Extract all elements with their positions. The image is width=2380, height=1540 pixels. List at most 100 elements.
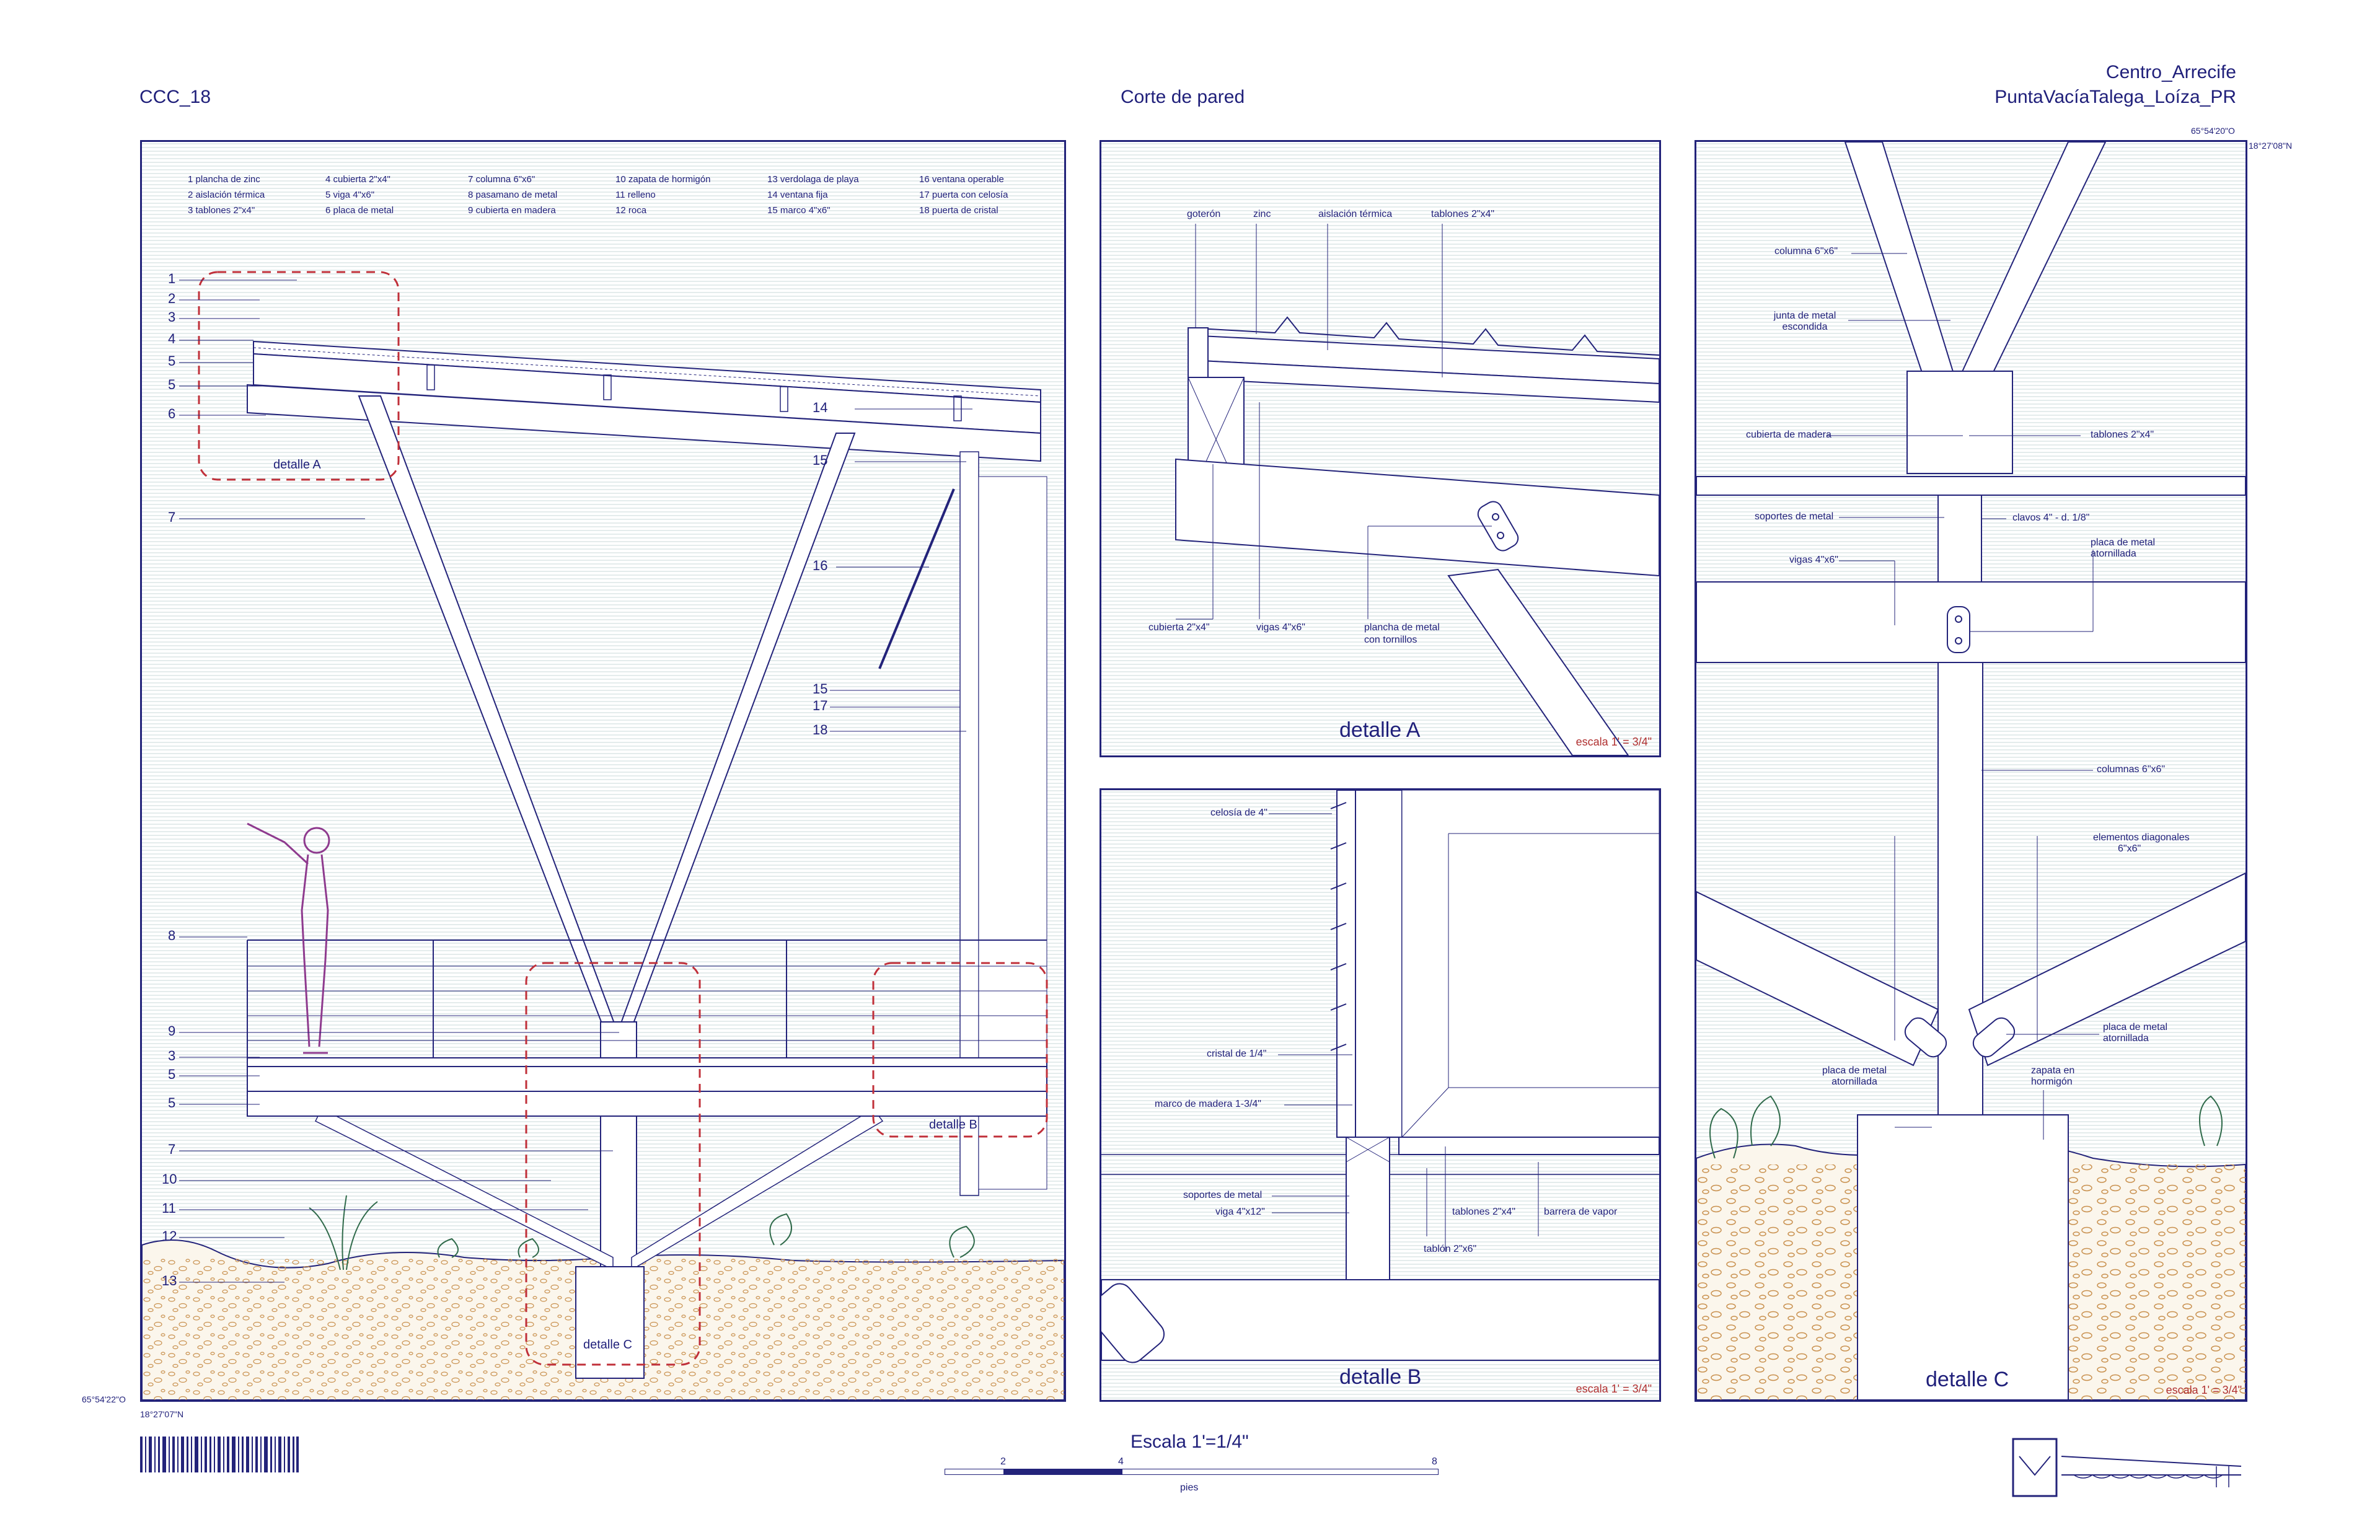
scale-bar-track <box>945 1469 1439 1475</box>
legend-item: 4 cubierta 2"x4" <box>325 174 390 185</box>
detail-c-callout-label: detalle C <box>583 1338 632 1352</box>
legend-item: 14 ventana fija <box>767 190 828 200</box>
project-location: PuntaVacíaTalega_Loíza_PR <box>1994 87 2236 107</box>
label-junta: junta de metal escondida <box>1758 310 1851 333</box>
legend-item: 17 puerta con celosía <box>919 190 1008 200</box>
detail-c-scale: escala 1' = 3/4" <box>2166 1384 2242 1396</box>
label-junta-line1: junta de metal <box>1773 310 1836 321</box>
detail-a-callout-label: detalle A <box>273 458 321 472</box>
legend-item: 8 pasamano de metal <box>468 190 558 200</box>
label-placa-right: placa de metal atornillada <box>2103 1022 2184 1044</box>
main-section-panel: 1 plancha de zinc 2 aislación térmica 3 … <box>140 140 1066 1402</box>
coordinate-lon-bottom: 65°54'22"O <box>82 1394 126 1404</box>
beach-plants <box>309 1195 975 1270</box>
callout-number: 15 <box>813 452 828 468</box>
label-placa-left-line2: atornillada <box>1831 1076 1877 1087</box>
legend-item: 5 viga 4"x6" <box>325 190 375 200</box>
detail-c-panel: columna 6"x6" junta de metal escondida c… <box>1695 140 2247 1402</box>
label-clavos: clavos 4" - d. 1/8" <box>2012 513 2090 523</box>
detail-b-callout-label: detalle B <box>929 1118 977 1132</box>
callout-number: 11 <box>162 1200 176 1216</box>
coordinate-lat-top: 18°27'08"N <box>2249 141 2293 151</box>
legend-item: 13 verdolaga de playa <box>767 174 859 185</box>
material-legend: 1 plancha de zinc 2 aislación térmica 3 … <box>188 174 1056 230</box>
scale-bar-title: Escala 1'=1/4" <box>1130 1432 1249 1452</box>
label-zapata-line2: hormigón <box>2031 1076 2073 1087</box>
callout-number: 5 <box>168 377 176 392</box>
callout-number: 15 <box>813 681 828 697</box>
label-placa-right-line1: placa de metal <box>2103 1022 2168 1032</box>
detail-a-panel: goterón zinc aislación térmica tablones … <box>1100 140 1661 757</box>
callout-number: 18 <box>813 722 828 737</box>
callout-number: 5 <box>168 1067 176 1082</box>
label-placa-right-line2: atornillada <box>2103 1033 2149 1044</box>
label-tablones: tablones 2"x4" <box>1452 1207 1516 1217</box>
callout-number: 6 <box>168 406 176 421</box>
label-marco: marco de madera 1-3/4" <box>1155 1099 1261 1109</box>
callout-number: 13 <box>162 1273 177 1288</box>
detail-c-drawing <box>1696 142 2246 1400</box>
barcode <box>140 1437 299 1472</box>
legend-item: 6 placa de metal <box>325 205 394 216</box>
scale-tick-4: 4 <box>1118 1456 1124 1467</box>
detail-b-title: detalle B <box>1339 1365 1422 1389</box>
label-placa-top-line1: placa de metal <box>2091 537 2156 548</box>
label-goteron: goterón <box>1187 209 1221 219</box>
callout-number: 2 <box>168 291 176 306</box>
callout-number: 5 <box>168 353 176 369</box>
scale-bar-unit: pies <box>1180 1482 1199 1493</box>
scale-bar: Escala 1'=1/4" 2 4 8 pies <box>945 1432 1440 1506</box>
key-plan-thumbnail <box>2012 1438 2242 1497</box>
scale-bar-fill <box>1003 1469 1122 1475</box>
legend-item: 12 roca <box>615 205 647 216</box>
label-cubierta: cubierta de madera <box>1746 429 1831 440</box>
label-zapata-line1: zapata en <box>2031 1065 2075 1076</box>
legend-item: 16 ventana operable <box>919 174 1004 185</box>
label-soportes: soportes de metal <box>1755 511 1834 522</box>
detail-b-scale: escala 1' = 3/4" <box>1576 1383 1652 1395</box>
legend-item: 11 relleno <box>615 190 656 200</box>
label-vigas: vigas 4"x6" <box>1256 622 1305 633</box>
project-code: CCC_18 <box>139 87 211 107</box>
legend-item: 7 columna 6"x6" <box>468 174 536 185</box>
label-diagonales: elementos diagonales 6"x6" <box>2093 832 2217 855</box>
detail-a-drawing <box>1101 142 1659 755</box>
coordinate-lat-bottom: 18°27'07"N <box>140 1409 184 1419</box>
legend-item: 2 aislación térmica <box>188 190 265 200</box>
label-diagonales-line2: 6"x6" <box>2118 843 2141 854</box>
callout-number: 9 <box>168 1023 176 1039</box>
label-placa-top-line2: atornillada <box>2091 548 2136 559</box>
callout-number: 3 <box>168 1048 176 1063</box>
callout-number: 1 <box>168 271 176 286</box>
scale-tick-8: 8 <box>1432 1456 1437 1467</box>
legend-item: 1 plancha de zinc <box>188 174 260 185</box>
label-barrera: barrera de vapor <box>1544 1207 1618 1217</box>
coordinate-lon-top: 65°54'20"O <box>2191 126 2235 136</box>
label-viga: viga 4"x12" <box>1215 1207 1265 1217</box>
label-plancha-2: con tornillos <box>1364 635 1417 645</box>
callout-number: 17 <box>813 698 828 713</box>
callout-number: 8 <box>168 928 176 943</box>
project-name: Centro_Arrecife <box>2105 62 2236 82</box>
label-soportes: soportes de metal <box>1183 1190 1263 1200</box>
label-columnas: columnas 6"x6" <box>2097 764 2166 775</box>
detail-b-drawing <box>1101 790 1659 1400</box>
label-celosia: celosía de 4" <box>1210 807 1267 818</box>
callout-number: 7 <box>168 509 176 525</box>
label-placa-top: placa de metal atornillada <box>2091 537 2171 560</box>
callout-number: 14 <box>813 400 828 415</box>
label-cubierta: cubierta 2"x4" <box>1148 622 1210 633</box>
label-placa-left: placa de metal atornillada <box>1814 1065 1895 1088</box>
scale-tick-2: 2 <box>1000 1456 1006 1467</box>
callout-number: 10 <box>162 1171 177 1187</box>
legend-item: 18 puerta de cristal <box>919 205 998 216</box>
detail-a-scale: escala 1' = 3/4" <box>1576 736 1652 748</box>
callout-number: 12 <box>162 1228 177 1244</box>
legend-item: 15 marco 4"x6" <box>767 205 831 216</box>
legend-item: 3 tablones 2"x4" <box>188 205 255 216</box>
legend-item: 10 zapata de hormigón <box>615 174 711 185</box>
label-vigas: vigas 4"x6" <box>1789 555 1838 565</box>
label-zapata: zapata en hormigón <box>2031 1065 2105 1088</box>
callout-number: 16 <box>813 558 828 573</box>
callout-number: 4 <box>168 331 176 346</box>
